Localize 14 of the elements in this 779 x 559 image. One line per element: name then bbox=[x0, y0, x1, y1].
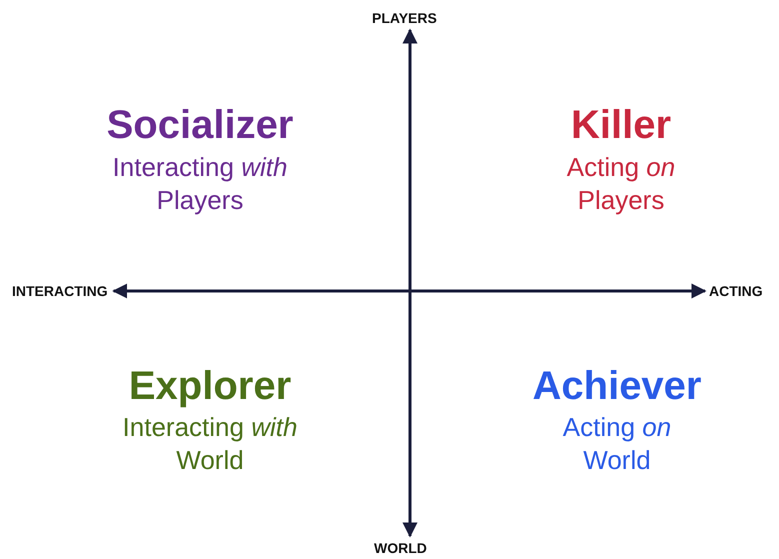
quadrant-description: Interacting with Players bbox=[112, 151, 288, 217]
axis-arrow bbox=[112, 284, 706, 298]
quadrant-title: Explorer bbox=[128, 363, 292, 409]
axis-arrow bbox=[402, 28, 418, 538]
axis-label: INTERACTING bbox=[12, 283, 108, 299]
quadrant-title: Killer bbox=[570, 102, 672, 148]
quadrant-title: Socializer bbox=[106, 102, 294, 148]
axis-label: ACTING bbox=[709, 283, 763, 299]
quadrant-description: Interacting with World bbox=[122, 411, 298, 477]
quadrant-description: Acting on World bbox=[562, 411, 672, 477]
axis-label: PLAYERS bbox=[372, 10, 437, 26]
quadrant-title: Achiever bbox=[532, 363, 702, 409]
axis-label: WORLD bbox=[374, 540, 427, 556]
quadrant-description: Acting on Players bbox=[566, 151, 676, 217]
